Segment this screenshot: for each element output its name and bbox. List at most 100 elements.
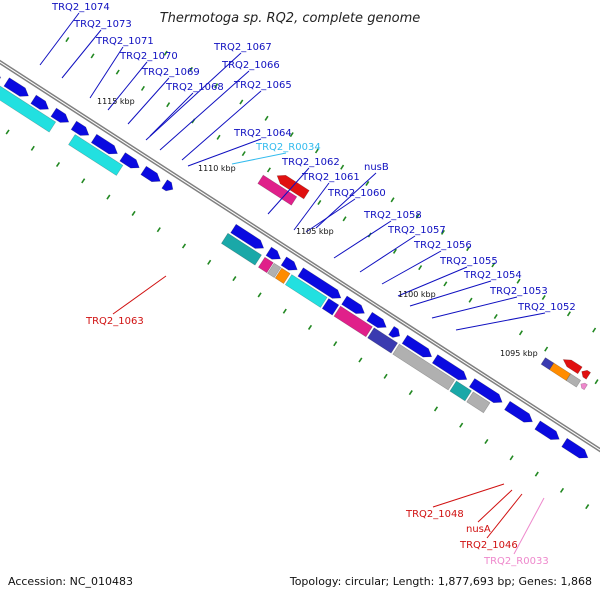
- leader-line: [432, 483, 505, 508]
- tick-mark: [81, 178, 86, 184]
- leader-line: [513, 497, 545, 555]
- cds-arrow: [431, 354, 468, 381]
- gene-label: TRQ2_1074: [51, 2, 110, 13]
- cog-bar: [68, 134, 124, 176]
- cds-arrow: [280, 256, 298, 271]
- gene-label: TRQ2_1063: [85, 316, 144, 327]
- cds-arrow: [90, 133, 118, 155]
- label-leaders: [39, 12, 546, 555]
- gene-label: TRQ2_1069: [141, 67, 200, 78]
- tick-mark: [559, 487, 565, 493]
- tick-mark: [544, 346, 549, 352]
- cog-bar: [267, 262, 282, 279]
- cds-arrow: [504, 400, 533, 423]
- gene-labels: TRQ2_1074TRQ2_1073TRQ2_1071TRQ2_1070TRQ2…: [51, 2, 576, 567]
- leader-line: [381, 250, 442, 285]
- leader-line: [112, 275, 167, 315]
- cds-arrow: [341, 295, 365, 314]
- tick-mark: [408, 390, 413, 396]
- tick-marks: [5, 37, 599, 510]
- leader-line: [455, 312, 546, 331]
- tick-mark: [239, 99, 244, 105]
- tick-mark: [106, 194, 111, 200]
- tick-mark: [5, 129, 10, 135]
- cog-bar: [0, 85, 57, 133]
- tick-mark: [314, 148, 319, 154]
- tick-mark: [516, 278, 521, 284]
- cds-arrow: [265, 246, 281, 260]
- leader-line: [61, 29, 102, 79]
- gene-label: TRQ2_1052: [517, 302, 576, 313]
- gene-label: TRQ2_1057: [387, 225, 446, 236]
- gene-label: TRQ2_1058: [363, 210, 422, 221]
- minus-arrow: [581, 369, 592, 380]
- tick-mark: [181, 243, 187, 249]
- tick-mark: [266, 167, 271, 173]
- leader-line: [127, 77, 170, 125]
- gene-label: TRQ2_1073: [73, 19, 132, 30]
- tick-mark: [333, 341, 338, 347]
- cds-arrow: [3, 77, 29, 97]
- tick-mark: [166, 102, 171, 108]
- gene-label: TRQ2_R0034: [255, 142, 321, 153]
- cog-bar: [321, 298, 340, 316]
- scale-label: 1100 kbp: [398, 290, 436, 299]
- cds-arrow: [468, 378, 503, 404]
- gene-label: TRQ2_R0033: [483, 556, 549, 567]
- tick-mark: [493, 313, 498, 320]
- tick-mark: [484, 438, 489, 445]
- minus-arrow: [562, 359, 583, 375]
- tick-mark: [340, 164, 345, 170]
- cog-bar: [257, 256, 274, 274]
- tick-mark: [257, 292, 262, 298]
- tick-mark: [30, 145, 35, 151]
- cds-arrow: [30, 94, 50, 110]
- accession-text: Accession: NC_010483: [8, 575, 133, 588]
- genome-backbone: [0, 59, 600, 453]
- tick-mark: [509, 455, 514, 461]
- gene-label: TRQ2_1061: [301, 172, 360, 183]
- cds-arrow: [534, 420, 560, 440]
- cog-bar: [392, 343, 456, 391]
- cds-arrow: [70, 120, 90, 136]
- leader-line: [231, 152, 287, 165]
- tick-mark: [65, 37, 70, 43]
- cds-arrow: [50, 107, 70, 123]
- tick-mark: [317, 199, 322, 206]
- tick-mark: [585, 504, 590, 510]
- leader-line: [397, 266, 468, 297]
- leader-line: [359, 235, 416, 273]
- tick-mark: [342, 216, 347, 222]
- scale-label: 1105 kbp: [296, 227, 334, 236]
- cog-bar: [220, 232, 262, 266]
- tick-mark: [466, 246, 471, 252]
- backbone-line: [0, 59, 600, 453]
- cds-arrow: [140, 165, 161, 183]
- gene-label: TRQ2_1067: [213, 42, 272, 53]
- tick-mark: [468, 297, 473, 303]
- tick-mark: [459, 422, 464, 428]
- cds-arrow: [0, 75, 2, 79]
- leader-line: [333, 220, 392, 259]
- cds-arrow: [401, 334, 433, 358]
- tick-mark: [214, 83, 219, 89]
- tick-mark: [289, 132, 294, 138]
- gene-label: TRQ2_1055: [439, 256, 498, 267]
- tick-mark: [594, 379, 599, 385]
- leader-line: [149, 92, 194, 137]
- cds-arrow: [388, 325, 401, 338]
- leader-line: [409, 280, 492, 307]
- tick-mark: [264, 115, 269, 121]
- gene-label: TRQ2_1053: [489, 286, 548, 297]
- leader-line: [39, 12, 80, 66]
- cog-bar: [284, 274, 328, 308]
- tick-mark: [358, 357, 363, 363]
- minus-arrow: [580, 382, 588, 391]
- tick-mark: [216, 134, 221, 140]
- leader-line: [486, 493, 523, 539]
- tick-mark: [188, 66, 193, 72]
- tick-mark: [241, 151, 246, 157]
- tick-mark: [115, 69, 120, 75]
- leader-line: [305, 198, 356, 233]
